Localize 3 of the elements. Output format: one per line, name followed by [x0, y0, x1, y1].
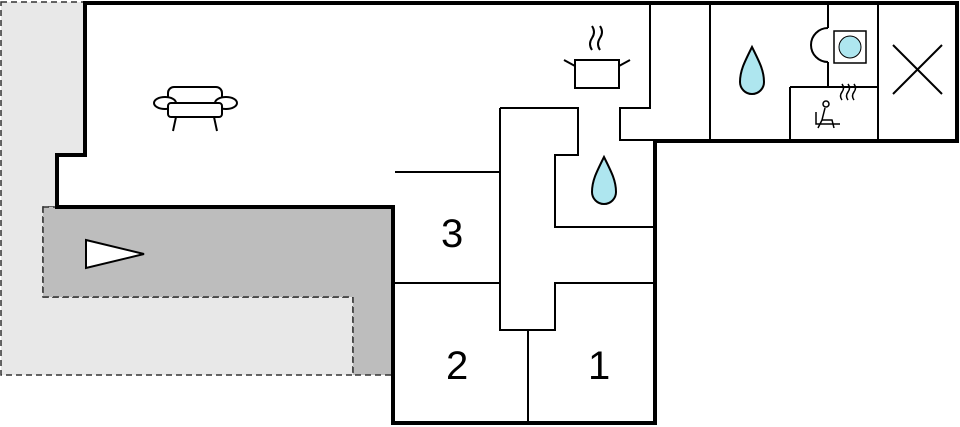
- room-number: 2: [446, 346, 468, 386]
- room-number: 1: [588, 346, 610, 386]
- room-number: 3: [441, 214, 464, 254]
